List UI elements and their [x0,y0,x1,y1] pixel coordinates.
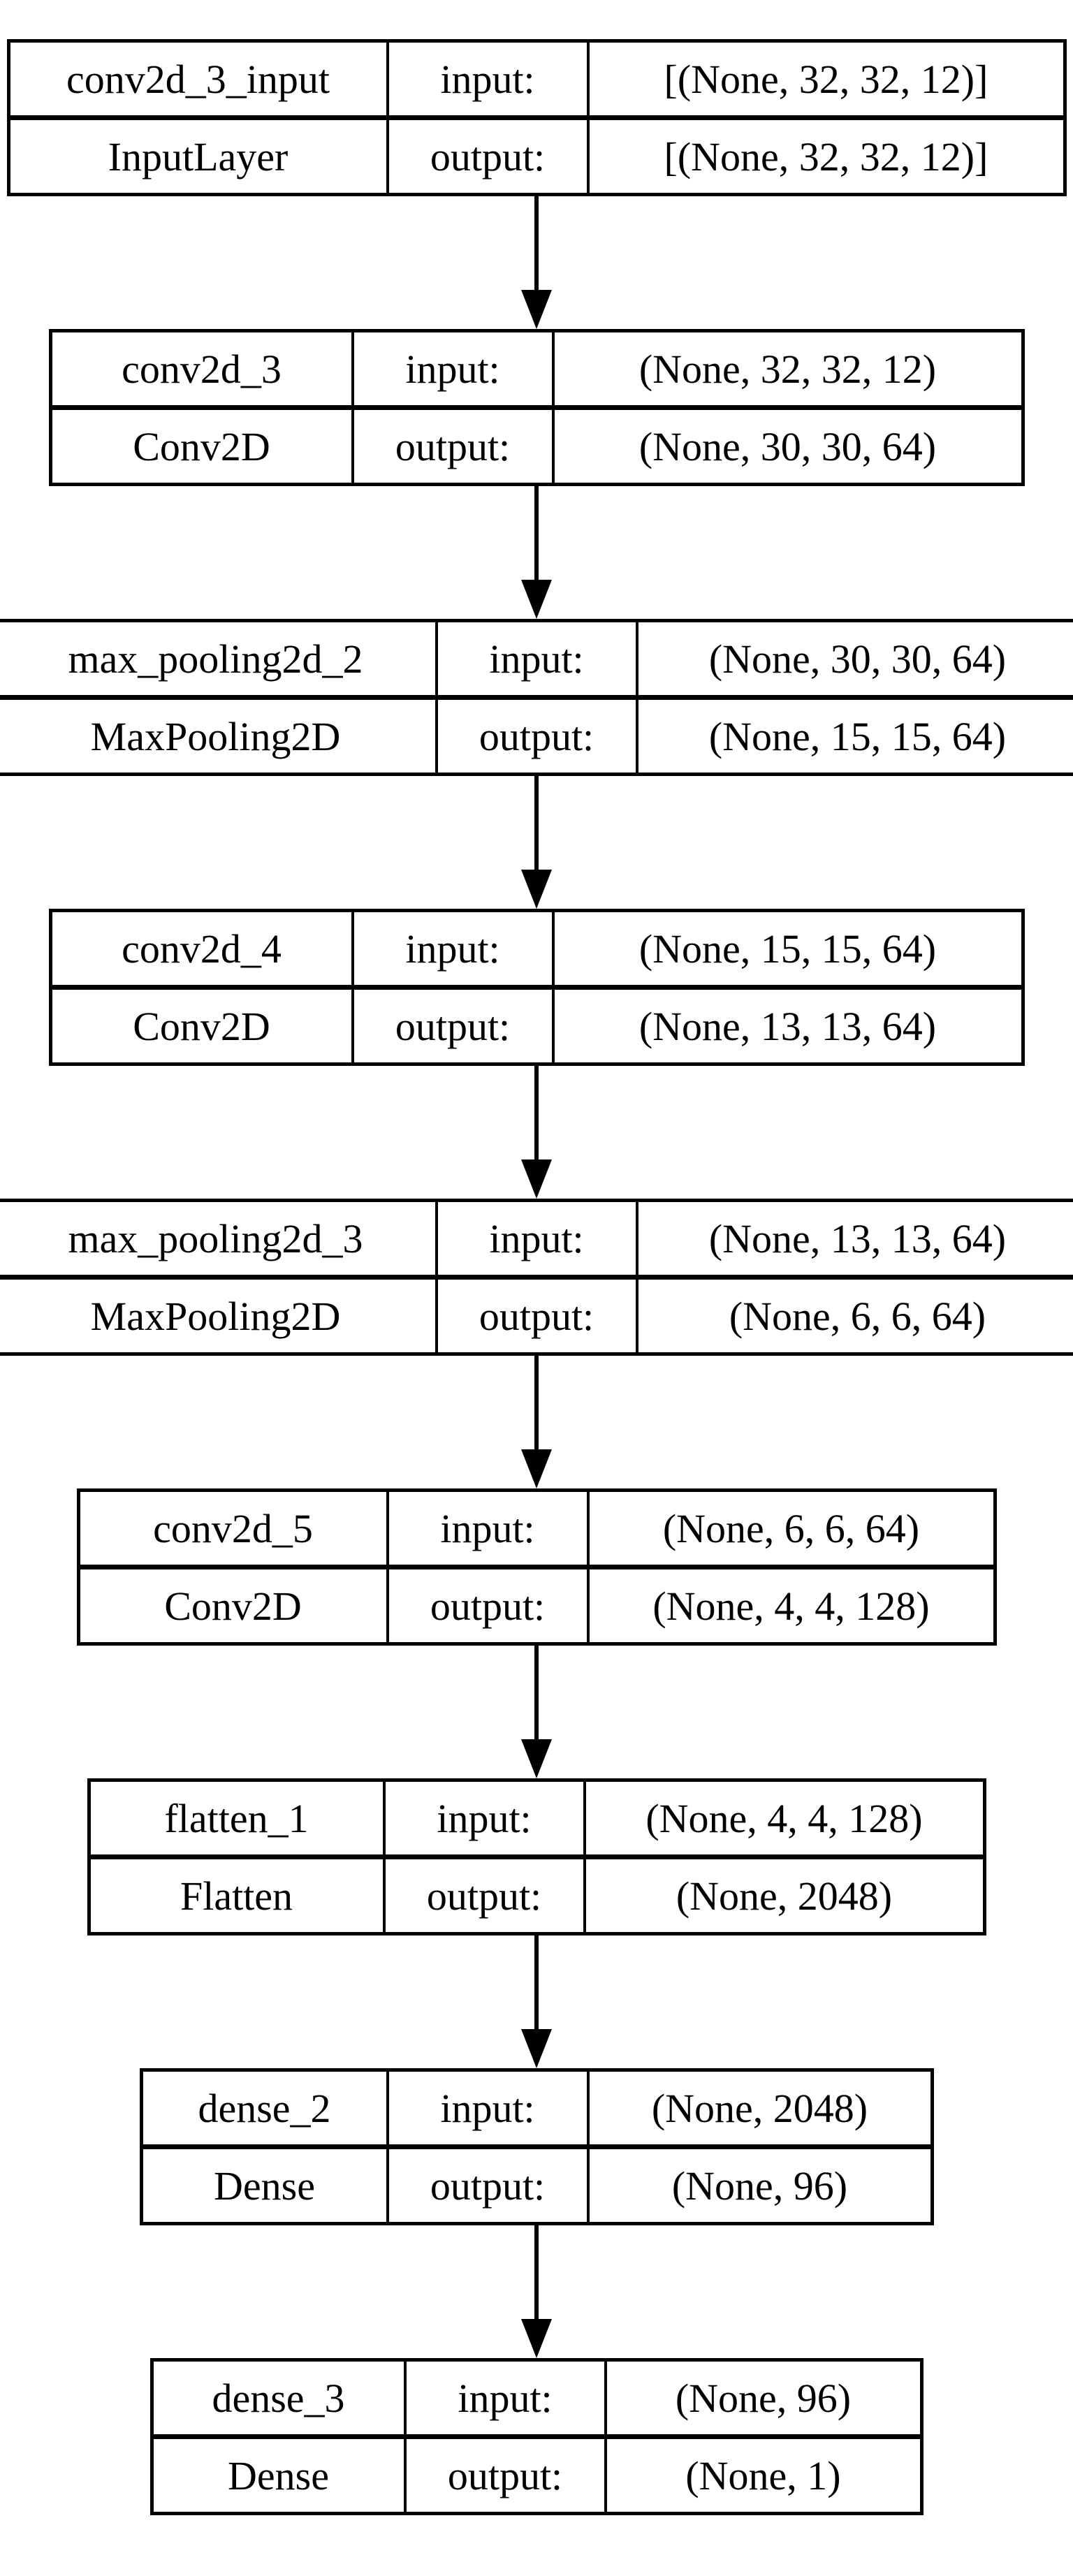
arrow-head-icon [521,1159,552,1199]
node-max_pooling2d_2: max_pooling2d_2 input: (None, 30, 30, 64… [0,619,1073,776]
layer-output-shape: (None, 30, 30, 64) [551,406,1024,486]
layer-input-shape: (None, 6, 6, 64) [586,1488,996,1569]
layer-class: MaxPooling2D [0,696,438,776]
arrow-shaft [534,486,539,580]
arrow-shaft [534,2225,539,2319]
layer-output-shape: (None, 15, 15, 64) [635,696,1073,776]
layer-output-shape: (None, 4, 4, 128) [586,1565,996,1646]
layer-output-shape: (None, 6, 6, 64) [635,1275,1073,1356]
layer-input-shape: (None, 30, 30, 64) [635,619,1073,700]
input-label: input: [386,39,590,120]
node-conv2d_3_input: conv2d_3_input input: [(None, 32, 32, 12… [6,39,1067,196]
output-label: output: [386,116,590,196]
layer-class: Flatten [87,1855,386,1935]
layer-output-shape: (None, 96) [586,2145,933,2225]
connector-arrow [521,196,552,329]
arrow-head-icon [521,870,552,909]
arrow-shaft [534,1646,539,1739]
layer-class: Dense [140,2145,389,2225]
connector-arrow [521,1356,552,1488]
layer-class: Dense [150,2435,407,2515]
connector-arrow [521,1935,552,2068]
output-label: output: [386,1565,590,1646]
layer-input-shape: (None, 32, 32, 12) [551,329,1024,410]
connector-arrow [521,2225,552,2358]
layer-class: InputLayer [7,116,389,196]
arrow-head-icon [521,580,552,619]
output-label: output: [351,406,555,486]
layer-class: Conv2D [49,986,354,1066]
connector-arrow [521,776,552,909]
layer-name: conv2d_3_input [7,39,389,120]
layer-input-shape: (None, 15, 15, 64) [551,909,1024,990]
arrow-head-icon [521,1449,552,1488]
layer-output-shape: (None, 1) [604,2435,923,2515]
input-label: input: [386,1488,590,1569]
layer-name: conv2d_4 [49,909,354,990]
layer-output-shape: [(None, 32, 32, 12)] [586,116,1066,196]
layer-class: MaxPooling2D [0,1275,438,1356]
layer-name: conv2d_3 [49,329,354,410]
arrow-shaft [534,1066,539,1159]
arrow-head-icon [521,2029,552,2068]
layer-output-shape: (None, 2048) [583,1855,986,1935]
arrow-shaft [534,196,539,290]
node-flatten_1: flatten_1 input: (None, 4, 4, 128) Flatt… [87,1778,986,1935]
layer-class: Conv2D [77,1565,389,1646]
output-label: output: [386,2145,590,2225]
arrow-head-icon [521,2319,552,2358]
node-dense_3: dense_3 input: (None, 96) Dense output: … [149,2358,924,2515]
output-label: output: [435,696,638,776]
node-dense_2: dense_2 input: (None, 2048) Dense output… [139,2068,934,2225]
output-label: output: [435,1275,638,1356]
arrow-head-icon [521,290,552,329]
connector-arrow [521,1066,552,1199]
layer-name: conv2d_5 [77,1488,389,1569]
node-max_pooling2d_3: max_pooling2d_3 input: (None, 13, 13, 64… [0,1199,1073,1356]
output-label: output: [403,2435,607,2515]
layer-input-shape: (None, 13, 13, 64) [635,1199,1073,1280]
output-label: output: [382,1855,586,1935]
layer-input-shape: (None, 4, 4, 128) [583,1778,986,1859]
arrow-shaft [534,1356,539,1449]
layer-input-shape: (None, 96) [604,2358,923,2439]
layer-name: dense_2 [140,2068,389,2149]
layer-name: max_pooling2d_3 [0,1199,438,1280]
connector-arrow [521,486,552,619]
input-label: input: [382,1778,586,1859]
layer-name: dense_3 [150,2358,407,2439]
connector-arrow [521,1646,552,1778]
layer-input-shape: [(None, 32, 32, 12)] [586,39,1066,120]
node-conv2d_5: conv2d_5 input: (None, 6, 6, 64) Conv2D … [76,1488,997,1646]
node-conv2d_4: conv2d_4 input: (None, 15, 15, 64) Conv2… [48,909,1025,1066]
input-label: input: [435,619,638,700]
layer-class: Conv2D [49,406,354,486]
input-label: input: [435,1199,638,1280]
input-label: input: [386,2068,590,2149]
output-label: output: [351,986,555,1066]
input-label: input: [351,329,555,410]
arrow-shaft [534,776,539,870]
layer-output-shape: (None, 13, 13, 64) [551,986,1024,1066]
layer-name: max_pooling2d_2 [0,619,438,700]
arrow-shaft [534,1935,539,2029]
layer-input-shape: (None, 2048) [586,2068,933,2149]
layer-name: flatten_1 [87,1778,386,1859]
input-label: input: [351,909,555,990]
node-conv2d_3: conv2d_3 input: (None, 32, 32, 12) Conv2… [48,329,1025,486]
input-label: input: [403,2358,607,2439]
arrow-head-icon [521,1739,552,1778]
